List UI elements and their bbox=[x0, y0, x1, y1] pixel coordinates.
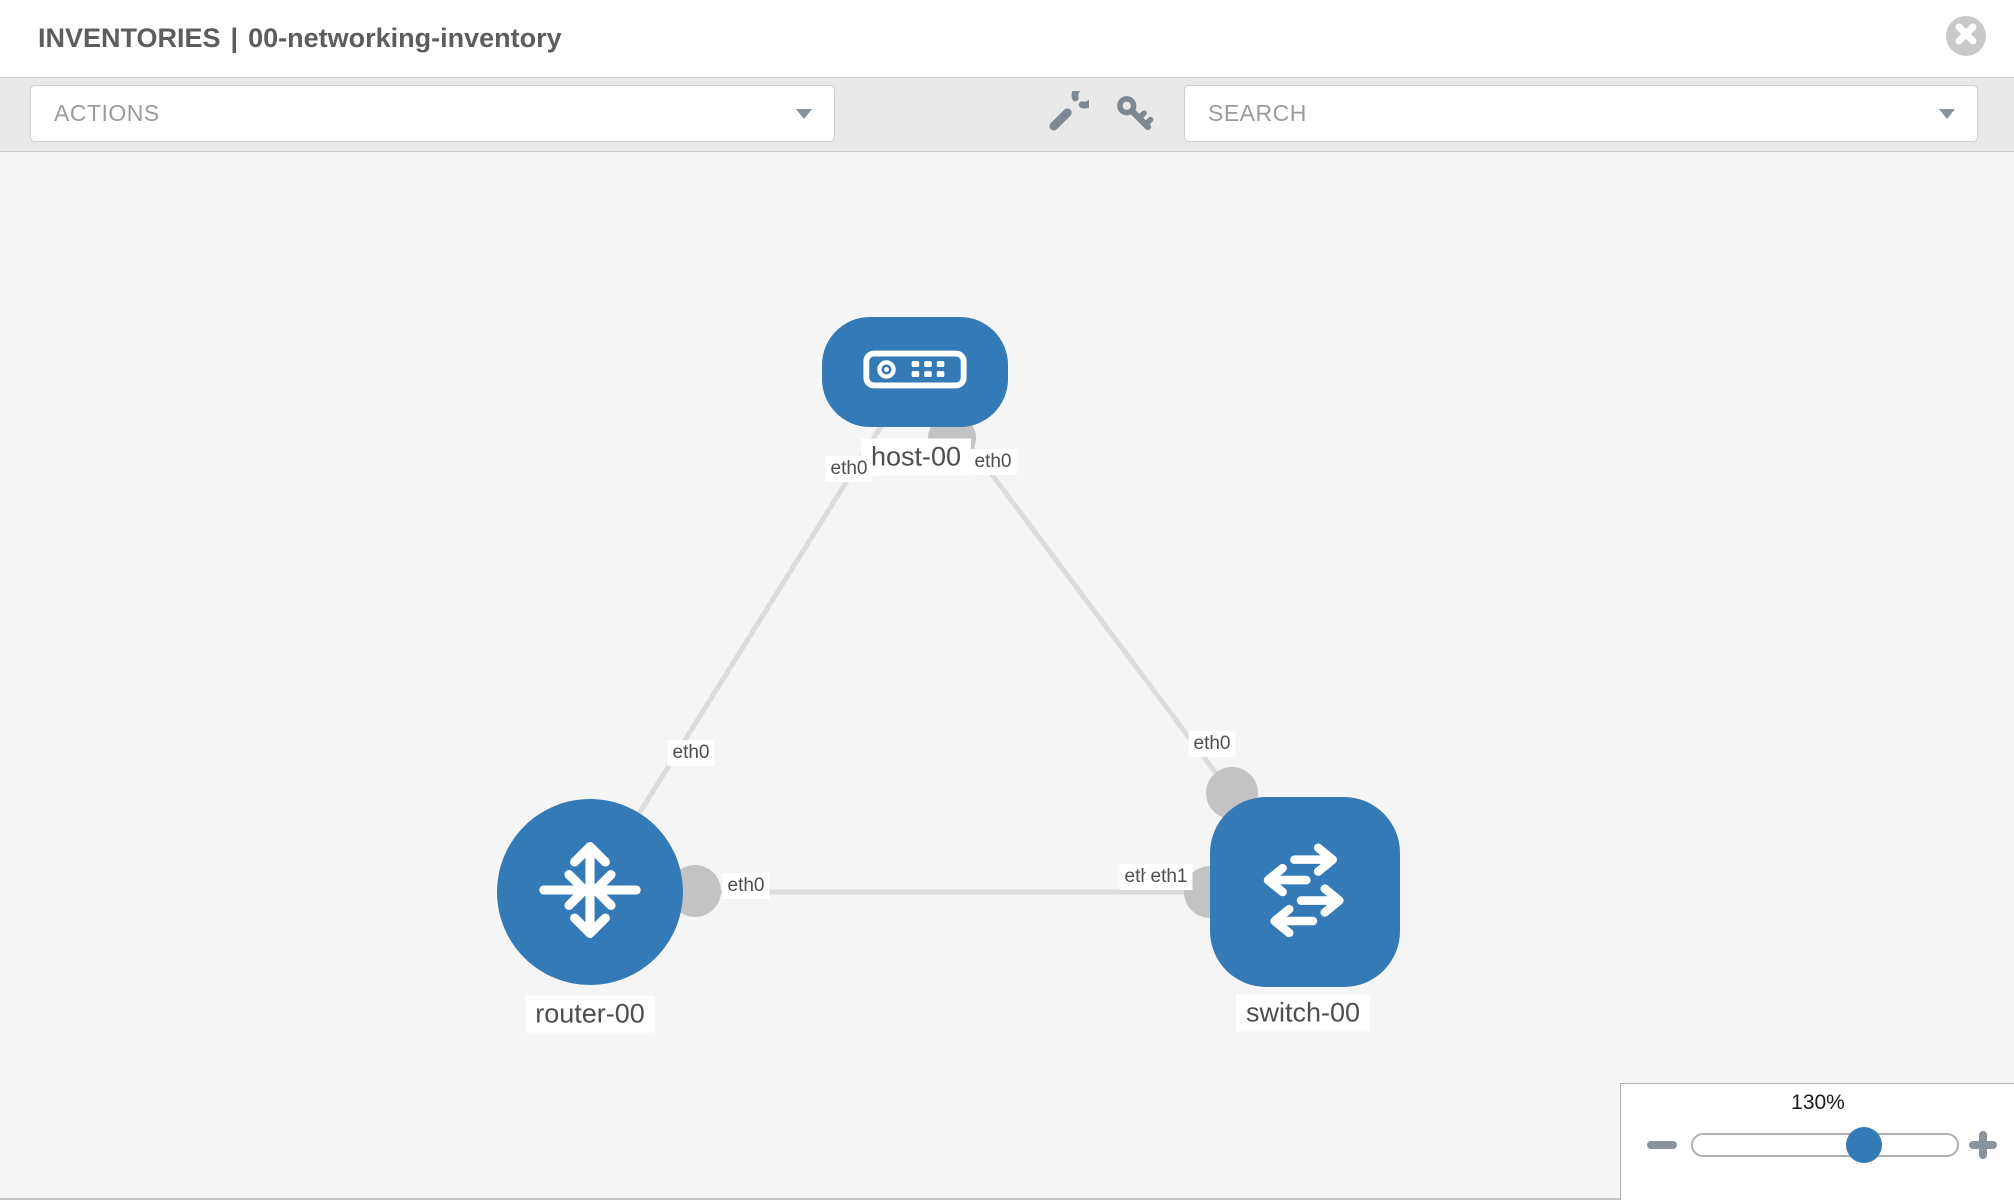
actions-dropdown-label: ACTIONS bbox=[54, 100, 160, 126]
interface-label: eth0 bbox=[667, 740, 715, 766]
interface-label: eth0 bbox=[969, 449, 1017, 475]
node-label-host-00: host-00 bbox=[860, 438, 972, 476]
breadcrumb-section: INVENTORIES bbox=[38, 23, 221, 53]
node-router-00[interactable] bbox=[497, 799, 683, 985]
edge-layer bbox=[587, 370, 1307, 895]
caret-down-icon bbox=[1939, 108, 1955, 119]
zoom-panel: 130% bbox=[1620, 1083, 2014, 1200]
key-icon bbox=[1113, 92, 1157, 139]
breadcrumb-separator: | bbox=[230, 23, 239, 53]
interface-label: eth0 bbox=[1188, 731, 1236, 757]
page-title: INVENTORIES | 00-networking-inventory bbox=[38, 0, 562, 77]
zoom-slider-track[interactable] bbox=[1691, 1133, 1959, 1157]
node-switch-00[interactable] bbox=[1210, 797, 1400, 987]
plus-icon[interactable] bbox=[1969, 1131, 1997, 1159]
host-icon bbox=[863, 350, 967, 394]
search-dropdown[interactable]: SEARCH bbox=[1184, 85, 1978, 142]
interface-label: eth0 bbox=[722, 873, 770, 899]
topology-canvas[interactable]: host-00 router-00 switch-00 eth0 eth0 eth0 e… bbox=[0, 152, 2014, 1200]
caret-down-icon bbox=[796, 108, 812, 119]
router-icon bbox=[520, 820, 660, 965]
close-icon bbox=[1946, 14, 1986, 59]
title-bar: INVENTORIES | 00-networking-inventory bbox=[0, 0, 2014, 77]
actions-dropdown[interactable]: ACTIONS bbox=[30, 85, 835, 142]
interface-label: eth1 bbox=[1145, 864, 1193, 890]
minus-icon[interactable] bbox=[1647, 1141, 1677, 1149]
interface-label: eth0 bbox=[825, 456, 873, 482]
zoom-slider-thumb[interactable] bbox=[1846, 1127, 1882, 1163]
search-dropdown-label: SEARCH bbox=[1208, 100, 1307, 126]
node-label-switch-00: switch-00 bbox=[1235, 994, 1371, 1032]
close-button[interactable] bbox=[1946, 16, 1986, 56]
switch-icon bbox=[1239, 824, 1371, 961]
tools-button[interactable] bbox=[1042, 82, 1098, 140]
credentials-button[interactable] bbox=[1111, 91, 1159, 139]
node-host-00[interactable] bbox=[822, 317, 1008, 427]
wrench-icon bbox=[1043, 82, 1098, 140]
inventory-name: 00-networking-inventory bbox=[248, 23, 562, 53]
toolbar: ACTIONS bbox=[0, 77, 2014, 152]
node-label-router-00: router-00 bbox=[525, 995, 655, 1033]
zoom-level-label: 130% bbox=[1791, 1091, 1845, 1114]
